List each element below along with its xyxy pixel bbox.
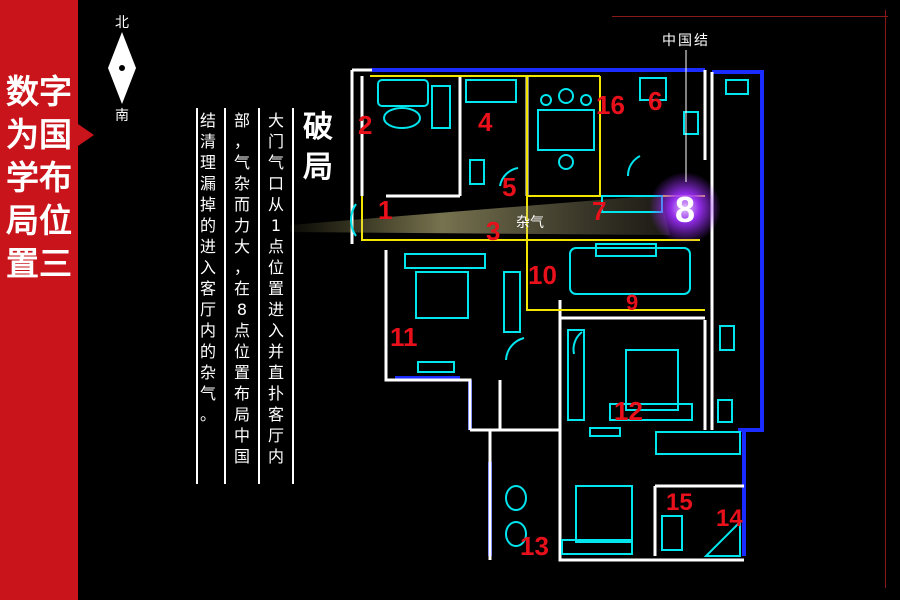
furniture: [377, 77, 749, 557]
callout-label: 中国结: [662, 33, 710, 49]
glow-marker-8: [649, 172, 721, 244]
position-label-7: 7: [592, 196, 606, 226]
text-divider-1: [292, 108, 294, 484]
position-label-11: 11: [390, 322, 418, 352]
frame-line-top: [612, 16, 888, 17]
position-label-4: 4: [478, 107, 493, 137]
airflow-haze: [290, 195, 670, 235]
sidebar-banner: 数字为国学布局位置三: [0, 0, 78, 600]
position-label-5: 5: [502, 172, 516, 202]
compass-south-label: 南: [115, 108, 129, 124]
position-label-6: 6: [648, 86, 662, 116]
text-divider-3: [224, 108, 226, 484]
position-label-10: 10: [528, 260, 557, 290]
text-divider-2: [258, 108, 260, 484]
highlight-number-8: 8: [675, 189, 695, 230]
sidebar-pointer: [78, 124, 94, 146]
position-label-15: 15: [666, 489, 693, 516]
position-label-1: 1: [378, 195, 392, 225]
position-label-2: 2: [358, 110, 372, 140]
compass-icon: [108, 32, 136, 104]
position-label-3: 3: [486, 216, 500, 246]
position-label-13: 13: [520, 531, 549, 561]
door-arcs: [349, 155, 641, 361]
airflow-label: 杂气: [516, 215, 544, 231]
heading-pojiu: 破局: [303, 110, 333, 185]
position-label-14: 14: [716, 505, 743, 532]
position-label-9: 9: [626, 290, 638, 315]
compass-north-label: 北: [115, 15, 129, 31]
text-divider-4: [196, 108, 198, 484]
frame-line-right: [885, 10, 886, 588]
sidebar-title: 数字为国学布局位置三: [6, 72, 72, 283]
position-label-12: 12: [614, 396, 643, 426]
walls: [350, 68, 744, 562]
position-label-16: 16: [596, 90, 625, 120]
description-col-3: 结清理漏掉的进入客厅内的杂气。: [199, 111, 216, 424]
